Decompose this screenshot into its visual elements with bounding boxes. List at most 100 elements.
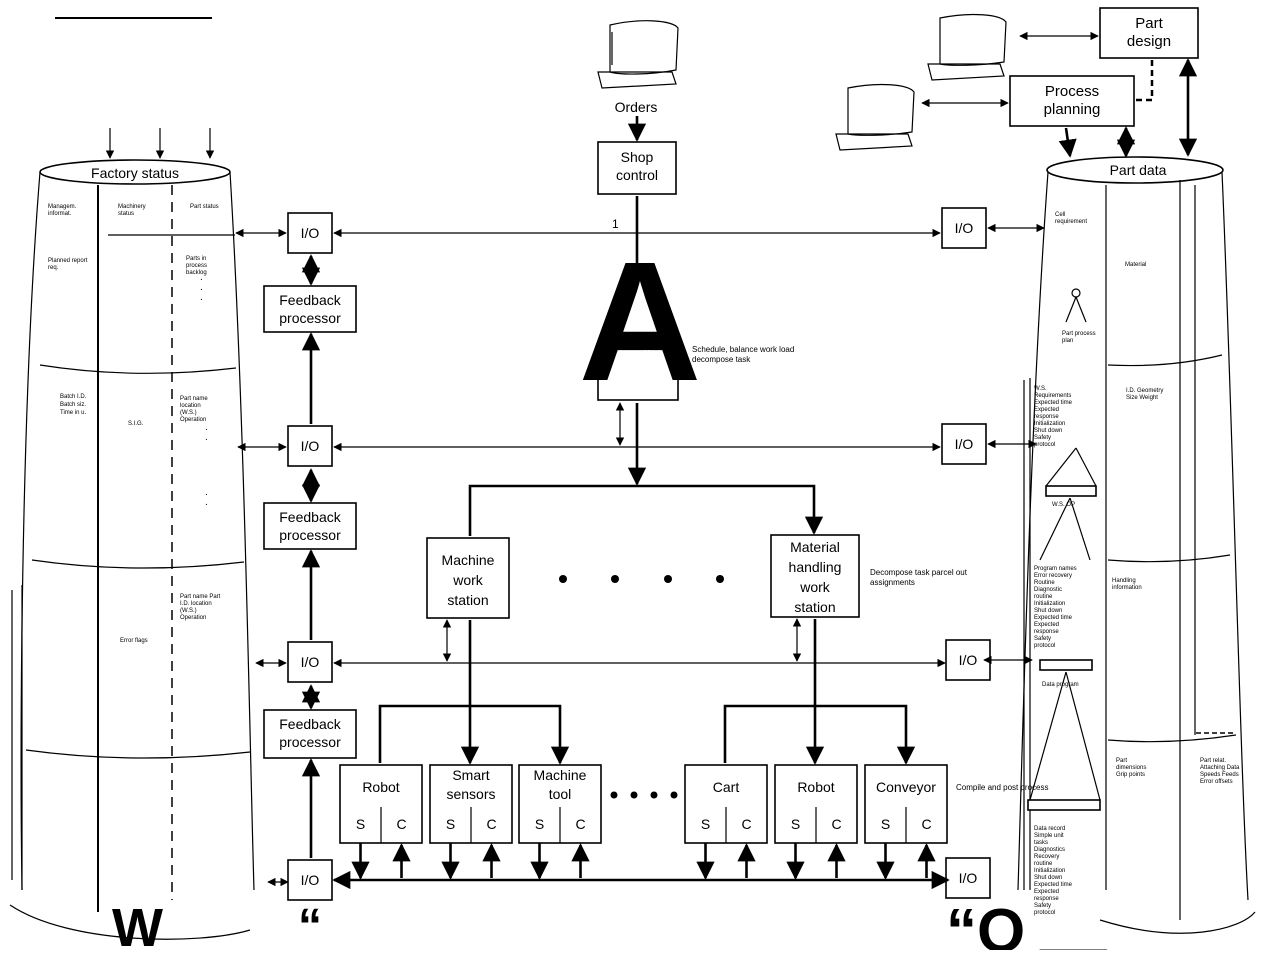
svg-text:.: . [205,497,208,508]
note-left4: Time in u. [60,410,86,416]
col-management-info: Managem.informat. [48,204,77,217]
col-part-status: Part status [190,204,219,210]
note-mid2: Error flags [120,638,148,644]
w-artifact: W [112,898,163,950]
controller-label: C [396,816,406,832]
cart-label: Cart [713,779,740,795]
feedback-processor-box [263,285,357,333]
io-box: I/O [287,859,333,901]
feedback-processor-box [263,502,357,550]
terminal-icon [927,13,1007,81]
svg-text:.: . [200,282,203,293]
svg-text:.: . [200,272,203,283]
pd-note-n9: Data program [1042,682,1079,688]
part-design-box [1099,7,1199,59]
io-label: I/O [301,872,320,888]
io-box: I/O [941,423,987,465]
svg-text:.: . [205,422,208,433]
svg-text:.: . [205,432,208,443]
controller-label: C [921,816,931,832]
io-label: I/O [301,438,320,454]
robot-label: Robot [797,779,834,795]
controller-label: C [831,816,841,832]
equipment-note: Compile and post process [956,783,1049,792]
io-box: I/O [287,425,333,467]
factory-status-database: Factory status Managem.informat. Machine… [9,128,255,940]
svg-text:.: . [205,487,208,498]
io-box: I/O [945,857,991,899]
sensor-label: S [356,816,365,832]
process-planning-box [1009,75,1135,127]
io-label: I/O [955,436,974,452]
controller-label: C [741,816,751,832]
io-label: I/O [959,870,978,886]
material-handling-station-box [770,534,860,618]
feedback-processor-box [263,709,357,759]
q-artifact: “Q [946,897,1025,950]
io-label: I/O [959,652,978,668]
sensor-label: S [791,816,800,832]
robot-label: Robot [362,779,399,795]
terminal-icon [597,20,679,89]
cell-control-box [597,344,679,401]
io-box: I/O [945,639,991,681]
terminal-icon [835,83,915,151]
sensor-label: S [446,816,455,832]
io-label: I/O [301,225,320,241]
io-label: I/O [955,220,974,236]
io-box: I/O [287,641,333,683]
dash-artifact: ___ [1039,911,1107,950]
sensor-label: S [701,816,710,832]
io-box: I/O [941,207,987,249]
pd-note-n6: W.S. OP [1052,502,1075,508]
part-data-title: Part data [1110,162,1167,178]
conveyor-label: Conveyor [876,779,936,795]
note-left3: Batch siz. [60,402,86,408]
annotation-one: 1 [612,217,619,231]
svg-text:.: . [200,292,203,303]
io-label: I/O [301,654,320,670]
quote-artifact: “ [298,900,322,950]
shop-control-box [597,141,677,195]
big-a-artifact: A [579,227,702,417]
factory-status-title: Factory status [91,165,179,181]
machine-work-station-box [426,537,510,619]
sensor-label: S [881,816,890,832]
io-box: I/O [287,212,333,254]
sensor-label: S [535,816,544,832]
pd-note-n2: Material [1125,262,1146,268]
note-left2: Batch I.D. [60,394,87,400]
controller-label: C [486,816,496,832]
